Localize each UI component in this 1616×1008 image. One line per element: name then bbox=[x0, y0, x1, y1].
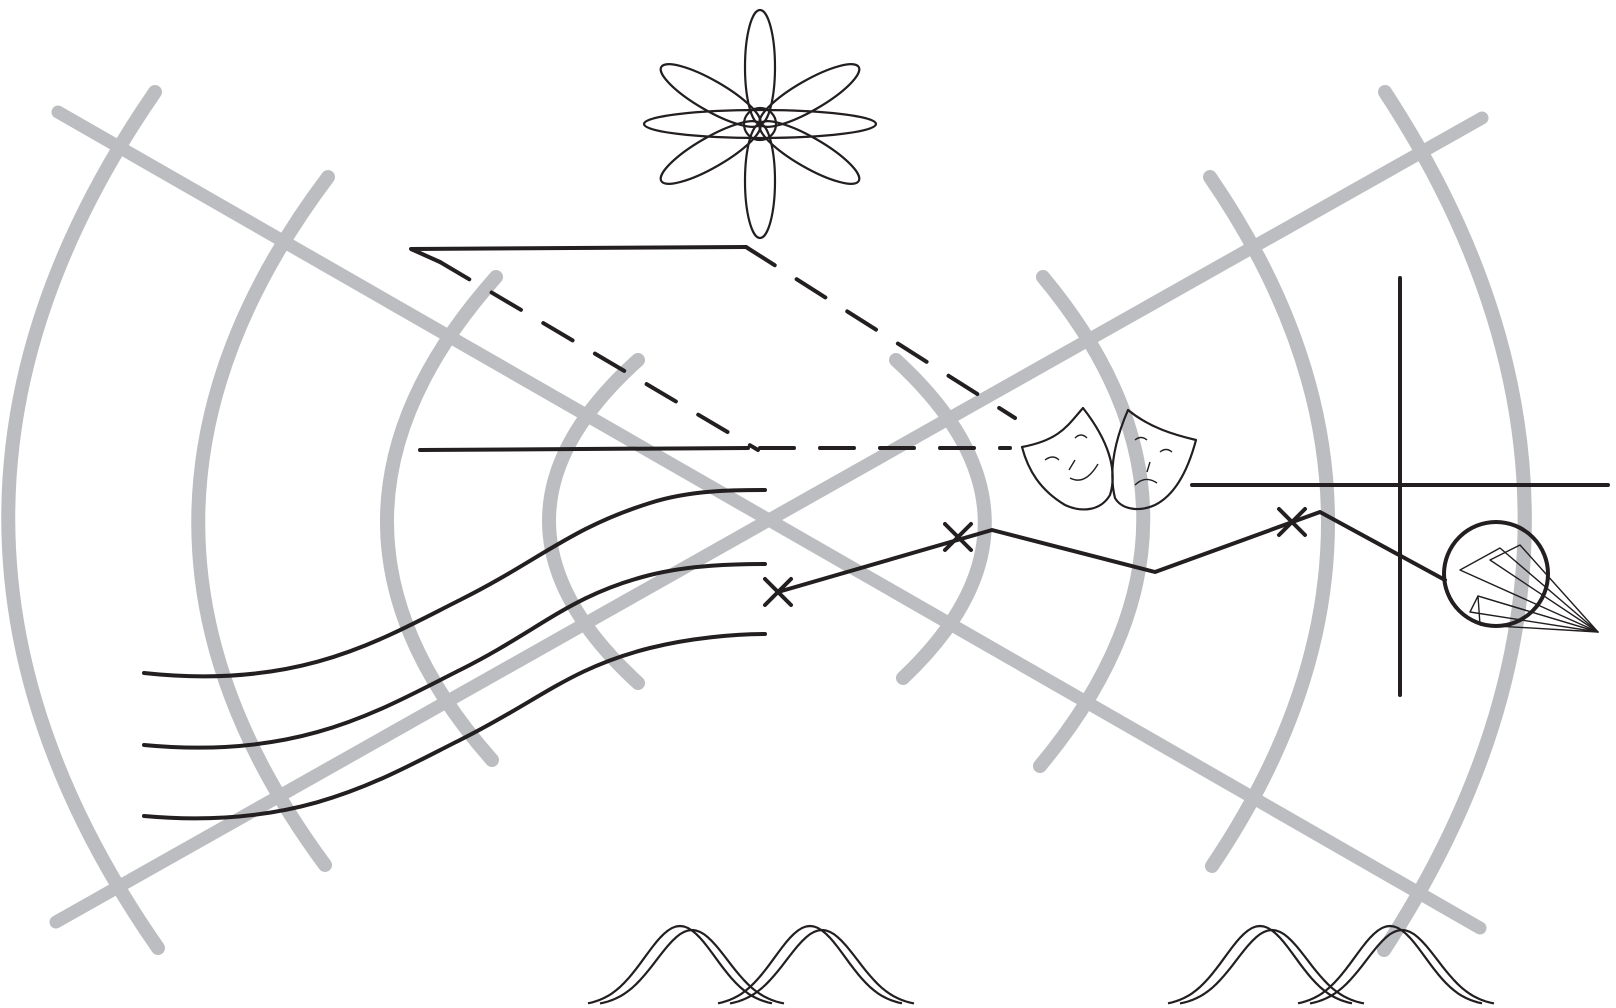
wave-peaks-group bbox=[588, 926, 1494, 1003]
flow-line bbox=[144, 490, 765, 676]
grey-arc bbox=[8, 92, 158, 948]
cross-marker bbox=[765, 579, 791, 605]
grey-arc bbox=[198, 177, 328, 865]
target-circle bbox=[1444, 522, 1548, 626]
z-shape-bottom bbox=[420, 448, 748, 450]
flower-icon bbox=[644, 10, 876, 238]
wave-peaks-icon bbox=[588, 926, 914, 1003]
dashed-diagonal bbox=[746, 247, 1015, 418]
theater-masks-icon bbox=[1022, 408, 1196, 509]
z-shape-top bbox=[411, 247, 746, 262]
grey-arc bbox=[1210, 177, 1328, 866]
grey-arc bbox=[1040, 277, 1143, 766]
cross-marker bbox=[1279, 509, 1305, 535]
ink-paths bbox=[144, 247, 1608, 818]
wave-peaks-icon bbox=[1168, 926, 1494, 1003]
